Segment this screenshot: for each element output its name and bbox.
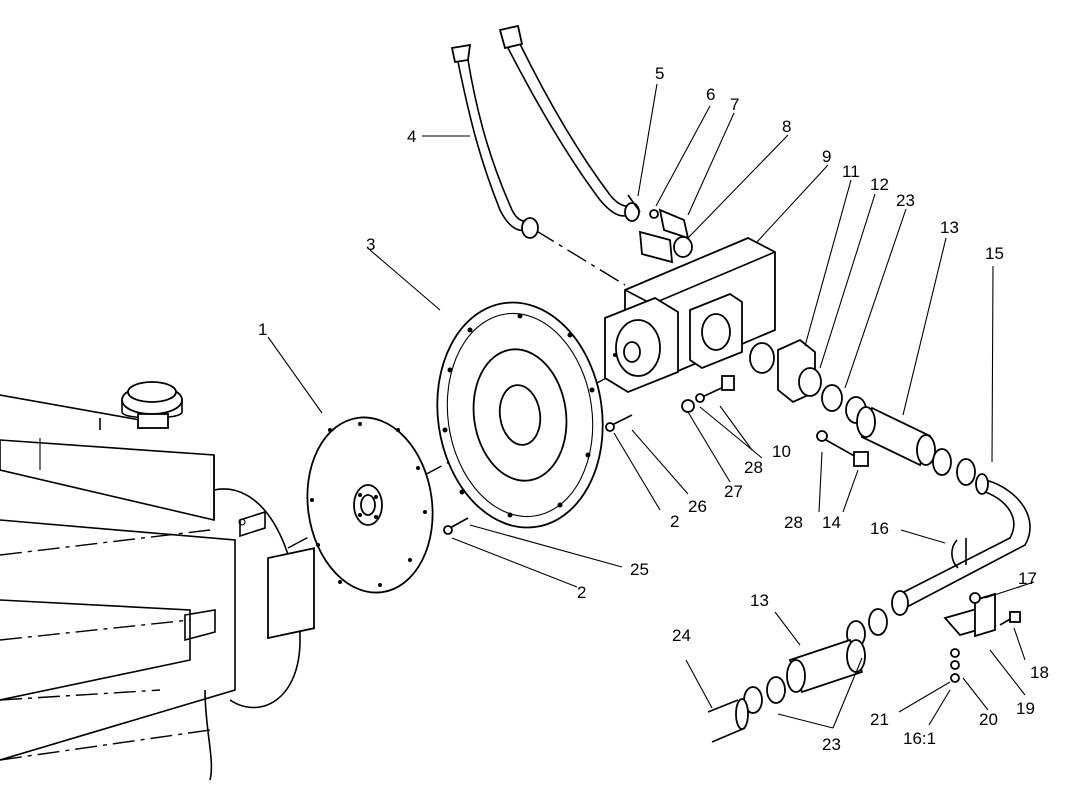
- hose-clamp: [766, 676, 786, 704]
- callout-3: 3: [366, 235, 375, 254]
- hose-sleeve-lower: [786, 638, 866, 694]
- callout-23: 23: [822, 735, 841, 754]
- callout-5: 5: [655, 64, 664, 83]
- engine-block: [0, 394, 315, 781]
- hose-clamp: [956, 458, 976, 486]
- engine-cover-plate: [267, 547, 315, 640]
- mount-bolt-right: [605, 414, 633, 432]
- callout-26: 26: [688, 497, 707, 516]
- callout-20: 20: [979, 710, 998, 729]
- mount-bolt-left: [443, 517, 469, 535]
- hose-clamp: [821, 384, 843, 412]
- callout-19: 19: [1016, 699, 1035, 718]
- callout-28: 28: [784, 513, 803, 532]
- callout-18: 18: [1030, 663, 1049, 682]
- hydraulic-pump: [604, 237, 776, 394]
- callout-6: 6: [706, 85, 715, 104]
- callout-25: 25: [630, 560, 649, 579]
- inlet-tube: [707, 698, 749, 743]
- drive-plate: [306, 416, 434, 594]
- callout-7: 7: [730, 95, 739, 114]
- hose-clamp: [868, 608, 888, 636]
- callout-15: 15: [985, 244, 1004, 263]
- callout-21: 21: [870, 710, 889, 729]
- pump-bolt-upper: [681, 375, 735, 413]
- callout-28: 28: [744, 458, 763, 477]
- callout-17: 17: [1018, 569, 1037, 588]
- split-flange-set: [627, 194, 693, 264]
- callout-23: 23: [896, 191, 915, 210]
- callout-2: 2: [577, 583, 586, 602]
- callout-12: 12: [870, 175, 889, 194]
- hose-centerline: [534, 229, 626, 286]
- callout-24: 24: [672, 626, 691, 645]
- pump-bolt-lower: [816, 430, 869, 467]
- callout-16-1: 16:1: [903, 729, 936, 748]
- hose-clamp: [932, 448, 952, 476]
- callout-14: 14: [822, 513, 841, 532]
- hydraulic-hose-left: [450, 43, 539, 239]
- callout-27: 27: [724, 482, 743, 501]
- filler-cap: [121, 381, 183, 429]
- callout-4: 4: [407, 127, 416, 146]
- callout-16: 16: [870, 519, 889, 538]
- callout-10: 10: [772, 442, 791, 461]
- callout-1: 1: [258, 320, 267, 339]
- port-flange: [749, 338, 822, 404]
- outlet-pipe: [891, 473, 1031, 616]
- leader-lines: [267, 83, 1035, 729]
- adapter-plate: [436, 301, 604, 529]
- callout-labels: 1 2 2 3 4 5 6 7 8 9 10 11 12 13 13 14 15…: [258, 64, 1049, 754]
- hose-sleeve-upper: [856, 406, 936, 467]
- callout-11: 11: [842, 162, 860, 181]
- callout-13: 13: [750, 591, 769, 610]
- hydraulic-hose-right: [498, 24, 640, 222]
- callout-9: 9: [822, 147, 831, 166]
- callout-8: 8: [782, 117, 791, 136]
- callout-2: 2: [670, 512, 679, 531]
- callout-13: 13: [940, 218, 959, 237]
- pipe-bracket: [943, 538, 1021, 683]
